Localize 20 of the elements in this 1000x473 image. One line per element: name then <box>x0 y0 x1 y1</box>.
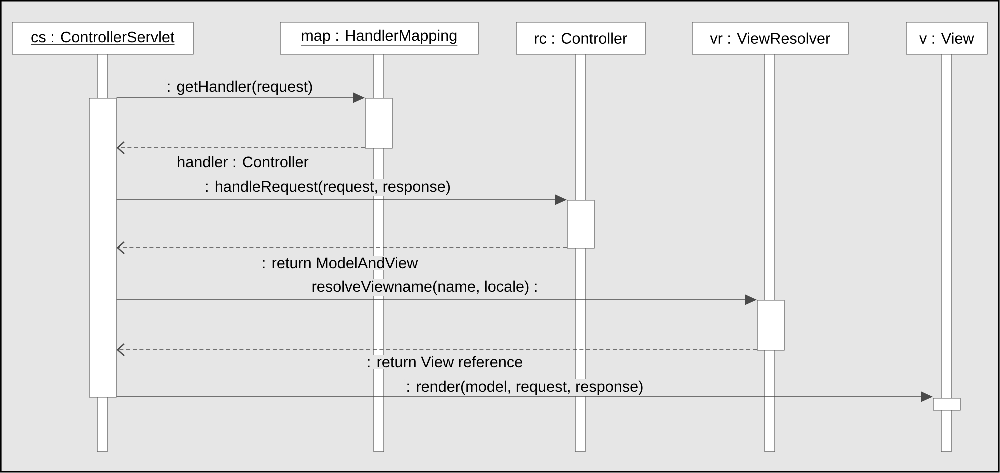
message-label: : render(model, request, response) <box>404 380 646 396</box>
activation-bar <box>567 200 595 249</box>
message-label: : getHandler(request) <box>166 80 314 96</box>
object-box: map : HandlerMapping <box>280 22 479 55</box>
message-label: : return ModelAndView <box>260 256 420 270</box>
activation-bar <box>89 98 117 398</box>
object-box: vr : ViewResolver <box>692 22 849 55</box>
activation-bar <box>933 398 961 411</box>
message-label: handler : Controller <box>176 155 310 169</box>
message-arrow <box>116 142 366 154</box>
activation-bar <box>365 98 393 149</box>
message-label: : return View reference <box>366 355 524 369</box>
activation-bar <box>757 300 785 351</box>
message-label: : handleRequest(request, response) <box>204 180 452 196</box>
object-box: rc : Controller <box>516 22 646 55</box>
object-box: v : View <box>906 22 988 55</box>
message-arrow <box>116 344 758 356</box>
object-box: cs : ControllerServlet <box>12 22 194 55</box>
message-label: resolveViewname(name, locale) : <box>310 280 540 296</box>
message-arrow <box>116 242 568 254</box>
